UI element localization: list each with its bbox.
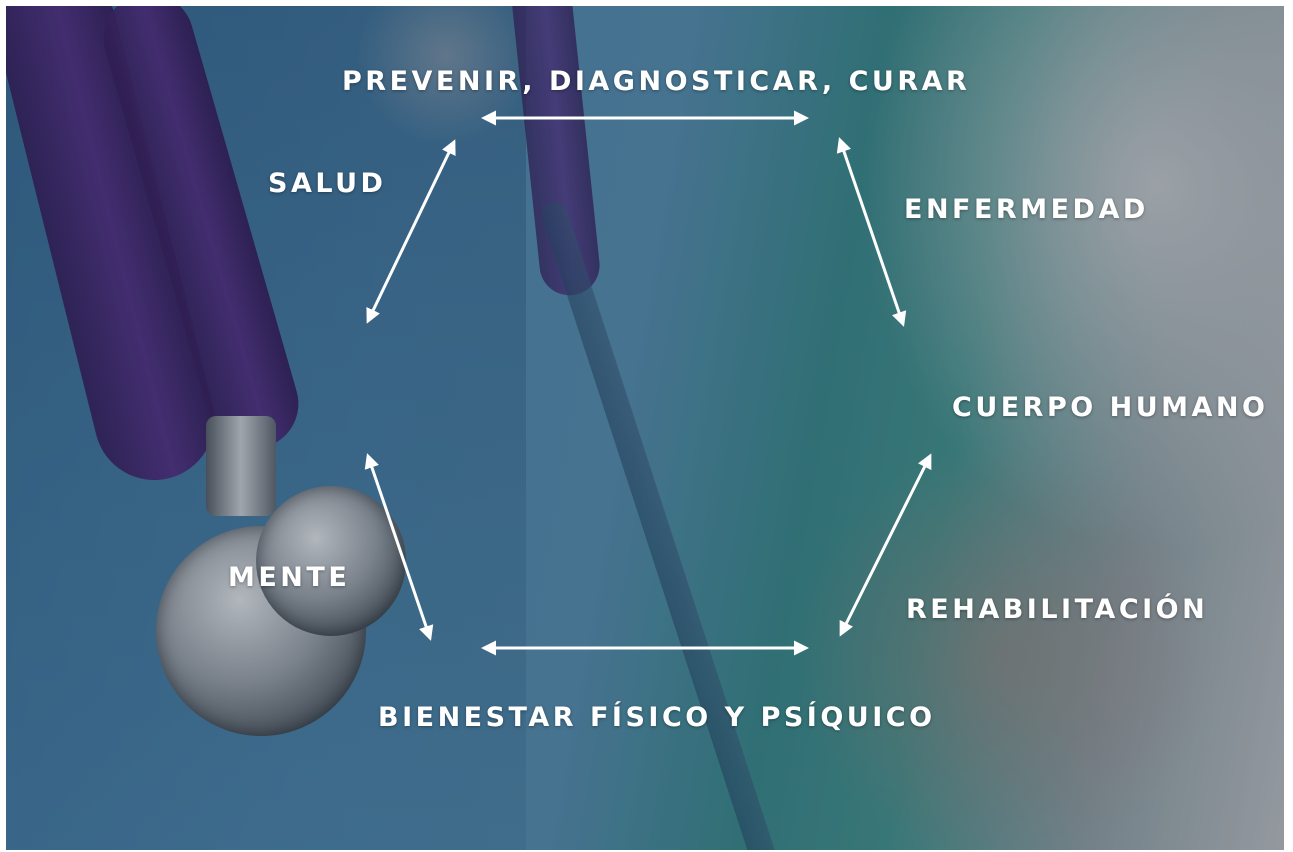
arrow-upper-left	[366, 139, 456, 324]
darken-overlay	[6, 6, 1284, 850]
label-salud: SALUD	[268, 168, 387, 199]
label-mente: MENTE	[228, 562, 351, 593]
arrows-layer	[364, 110, 932, 656]
diagram-frame: PREVENIR, DIAGNOSTICAR, CURAR SALUD ENFE…	[6, 6, 1284, 850]
arrow-lower-right	[839, 453, 932, 637]
arrow-upper-right	[836, 137, 907, 327]
arrow-lower-left	[364, 453, 434, 641]
label-enfermedad: ENFERMEDAD	[904, 194, 1149, 225]
label-cuerpo-humano: CUERPO HUMANO	[952, 392, 1269, 423]
label-bienestar: BIENESTAR FÍSICO Y PSÍQUICO	[378, 702, 936, 733]
stethoscope-stem	[206, 416, 276, 516]
label-rehabilitacion: REHABILITACIÓN	[906, 594, 1209, 625]
label-prevenir-diagnosticar-curar: PREVENIR, DIAGNOSTICAR, CURAR	[342, 66, 971, 97]
